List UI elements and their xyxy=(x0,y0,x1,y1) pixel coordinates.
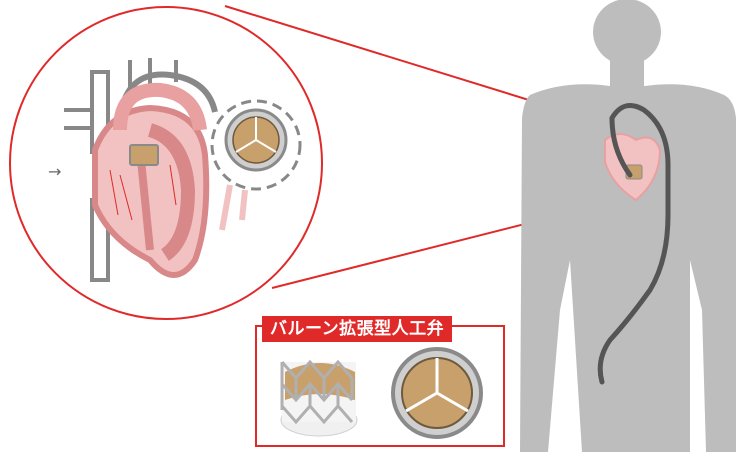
valve-top-view xyxy=(226,110,286,170)
human-silhouette xyxy=(520,0,736,452)
caption-label: バルーン拡張型人工弁 xyxy=(262,316,452,342)
arrow-right-icon: → xyxy=(48,162,61,181)
caption-frame xyxy=(255,325,505,447)
implanted-valve xyxy=(130,145,158,165)
